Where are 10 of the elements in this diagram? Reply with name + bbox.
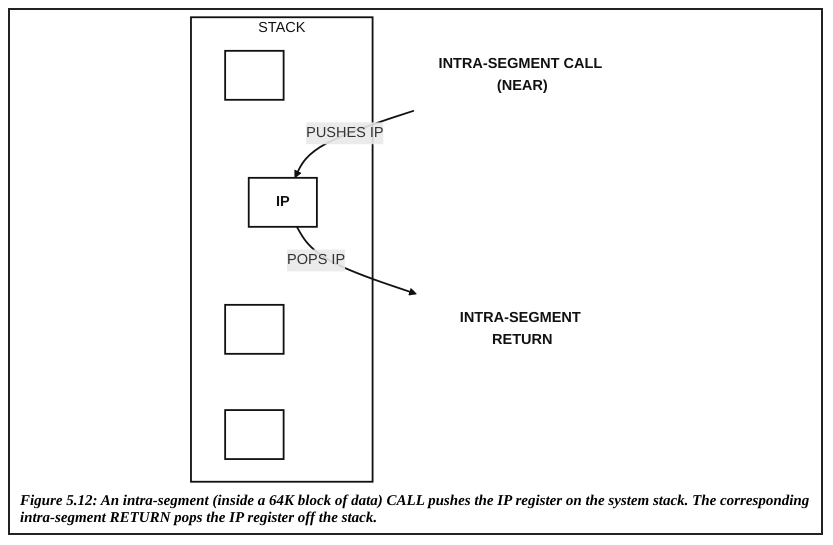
edge-label: POPS IP <box>286 252 346 268</box>
figure-caption: Figure 5.12: An intra-segment (inside a 64K block of data) CALL pushes the IP register on the system stack. The corresponding intra-segment RETURN pops the IP register off the stack. <box>19 492 810 528</box>
node-text: INTRA-SEGMENT CALL (NEAR) <box>438 56 602 94</box>
node-text: INTRA-SEGMENT RETURN <box>460 310 581 348</box>
node-box <box>224 50 284 101</box>
node-box <box>224 409 284 460</box>
node-box <box>224 304 284 355</box>
node-box: IP <box>248 176 318 228</box>
edge-label: PUSHES IP <box>306 125 384 141</box>
arrow <box>294 110 414 178</box>
